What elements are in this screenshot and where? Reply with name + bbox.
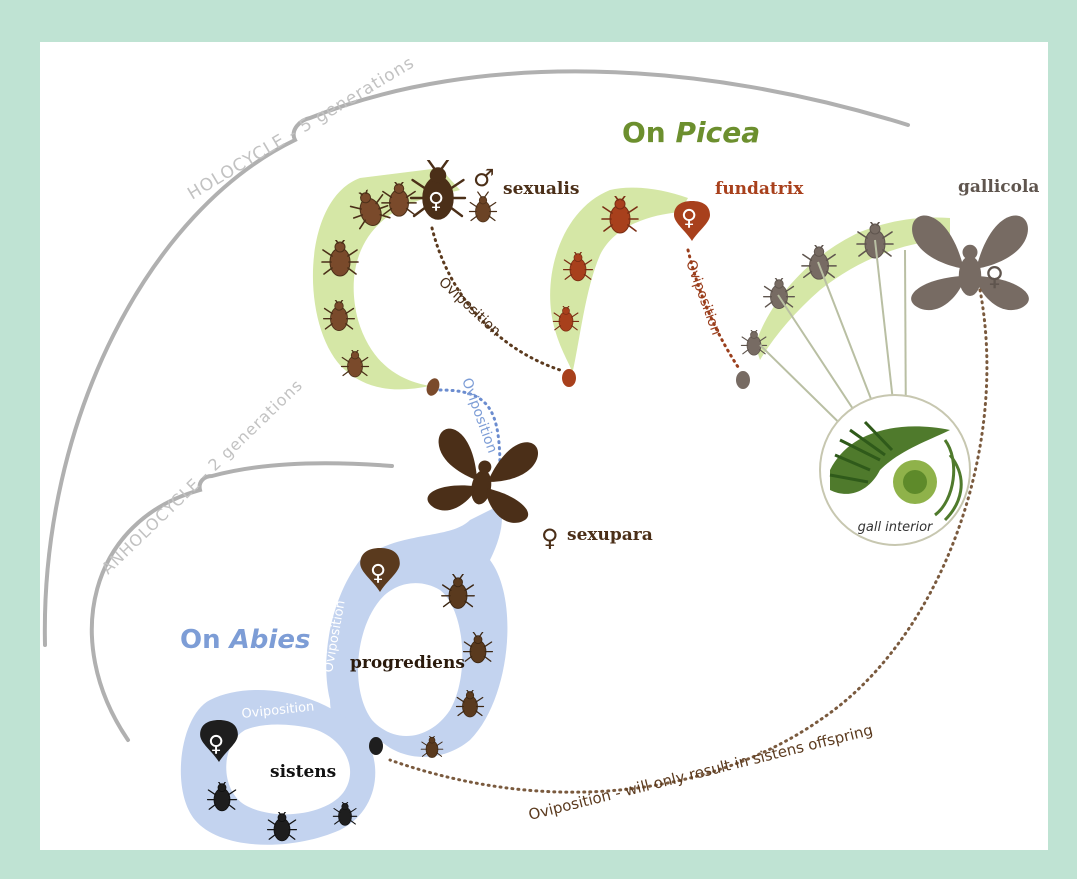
sexualis-egg: [424, 376, 441, 397]
male-symbol: ♂: [473, 164, 495, 192]
gallicola-label: gallicola: [958, 177, 1039, 197]
gallicola-winged: [911, 216, 1029, 311]
progrediens-band: [326, 505, 507, 757]
gall-label: gall interior: [858, 520, 934, 535]
sexualis-female-symbol: ♀: [428, 189, 444, 214]
gallicola-egg: [736, 371, 750, 389]
fundatrix-label: fundatrix: [715, 179, 804, 199]
oviposition-label-sexualis: Oviposition: [435, 274, 503, 339]
gallicola-female-symbol: ♀: [985, 262, 1004, 292]
anholocycle-label: ANHOLOCYCLE - 2 generations: [98, 375, 307, 578]
fundatrix-egg: [562, 369, 576, 387]
sexupara-female-symbol: ♀: [541, 524, 559, 552]
sexualis-label: sexualis: [503, 179, 579, 199]
sistens-egg: [369, 737, 383, 755]
oviposition-label-bottom: Oviposition - will only result in sisten…: [527, 721, 875, 824]
sistens-female-symbol: ♀: [208, 732, 224, 757]
sistens-label: sistens: [270, 762, 336, 782]
sexupara-label: sexupara: [567, 525, 653, 545]
picea-title: On Picea: [622, 116, 760, 149]
fundatrix-female-symbol: ♀: [681, 206, 697, 231]
progrediens-label: progrediens: [350, 653, 465, 673]
abies-title: On Abies: [180, 625, 310, 655]
sexualis-male: [470, 192, 497, 222]
progrediens-female-symbol: ♀: [370, 561, 386, 586]
oviposition-label-fundatrix: Oviposition: [682, 258, 724, 337]
